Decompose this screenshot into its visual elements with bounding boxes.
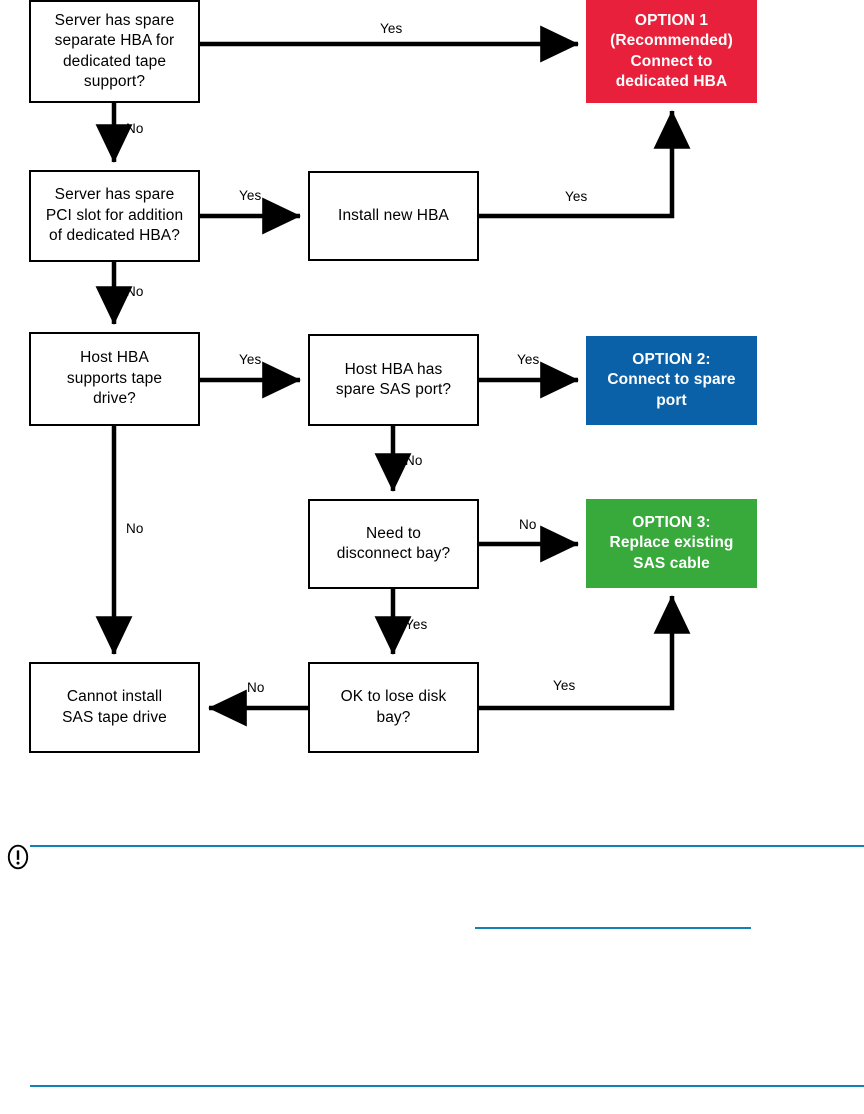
important-exclamation-icon: [7, 844, 29, 870]
edge-label-n6-no: No: [519, 517, 537, 532]
page-bottom-rule: [30, 1085, 864, 1087]
edge-label-n1-no: No: [126, 121, 144, 136]
edge-label-n5-yes: Yes: [517, 352, 540, 367]
edge-n3-yes-to-option1: [478, 110, 691, 219]
note-top-rule: [30, 845, 864, 847]
edge-label-n5-no: No: [405, 453, 423, 468]
edge-label-n4-no: No: [126, 521, 144, 536]
node-label: Install new HBA: [338, 206, 449, 224]
edge-label-n7-no: No: [247, 680, 265, 695]
edge-label-n7-yes: Yes: [553, 678, 576, 693]
edge-n7-yes-to-option3: [478, 595, 691, 711]
edge-label-n3-yes: Yes: [565, 189, 588, 204]
flowchart-connectors: [95, 25, 691, 727]
edge-label-n1-yes: Yes: [380, 21, 403, 36]
edge-label-n4-yes: Yes: [239, 352, 262, 367]
edge-label-n6-yes: Yes: [405, 617, 428, 632]
note-inline-underline: [475, 927, 751, 929]
edge-label-n2-no: No: [126, 284, 144, 299]
edge-label-n2-yes: Yes: [239, 188, 262, 203]
process-install-new-hba[interactable]: Install new HBA: [308, 171, 479, 261]
